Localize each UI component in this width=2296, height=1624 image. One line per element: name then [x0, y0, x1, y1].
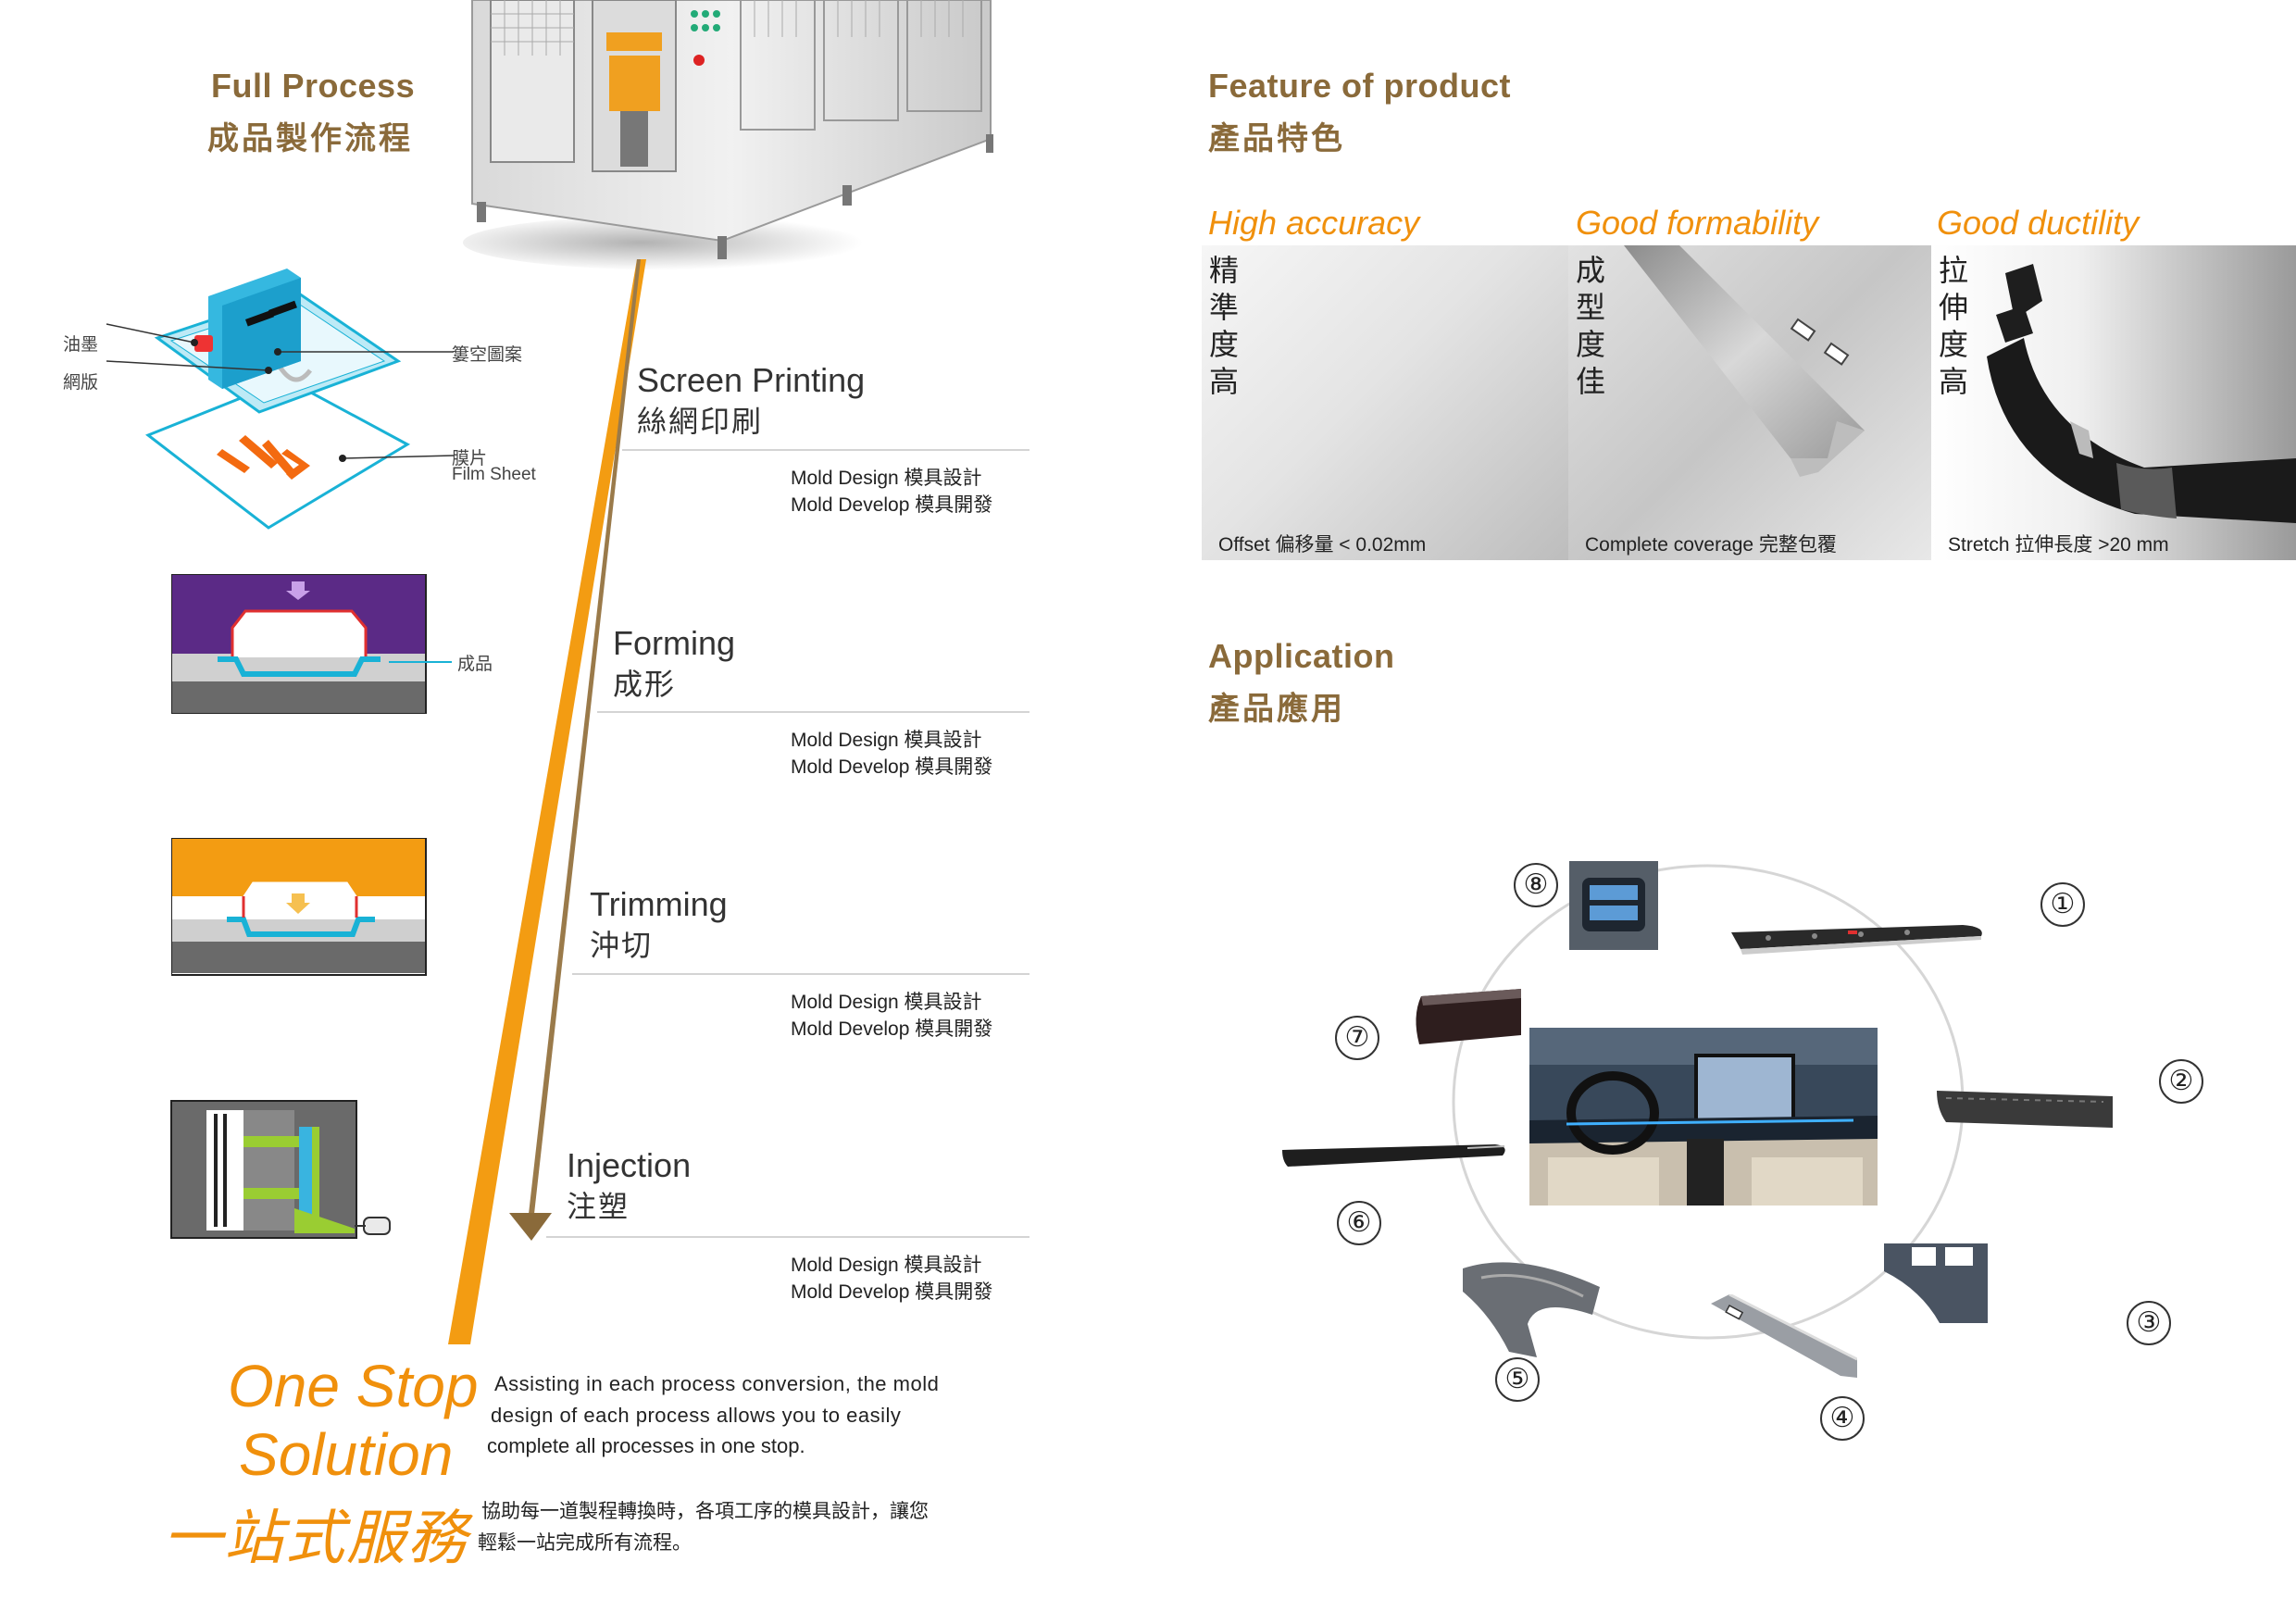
- film-label-zh: 膜片: [452, 449, 488, 468]
- one-stop-desc-zh-1: 協助每一道製程轉換時，各項工序的模具設計，讓您: [481, 1501, 929, 1522]
- application-title-en: Application: [1208, 637, 1395, 675]
- product-label: 成品: [457, 655, 493, 674]
- step-screen-printing-en: Screen Printing: [637, 361, 866, 399]
- application-number-3: ③: [2127, 1301, 2171, 1345]
- feature-1-vertical-text: 精 準 度 高: [1208, 254, 1239, 398]
- step-2-mold-develop: Mold Develop 模具開發: [791, 756, 993, 778]
- application-number-8: ⑧: [1514, 863, 1558, 907]
- part-4-image: [1711, 1293, 1858, 1378]
- feature-3-image: [1931, 245, 2296, 560]
- part-8-image: [1569, 861, 1658, 950]
- step-2-mold-design: Mold Design 模具設計: [791, 730, 982, 751]
- feature-2-image: [1568, 245, 1931, 560]
- ink-label: 油墨: [63, 335, 99, 355]
- process-title-zh: 成品製作流程: [207, 121, 413, 156]
- application-title-zh: 產品應用: [1208, 692, 1345, 727]
- part-5-image: [1463, 1250, 1600, 1357]
- trimming-mold-diagram: [170, 837, 430, 977]
- product-leader-line: [389, 661, 452, 663]
- application-number-1: ①: [2040, 882, 2085, 927]
- feature-1-caption: Offset 偏移量 < 0.02mm: [1218, 534, 1427, 556]
- feature-2-title: Good formability: [1576, 204, 1819, 242]
- step-screen-printing-zh: 絲網印刷: [637, 405, 764, 438]
- feature-3-caption: Stretch 拉伸長度 >20 mm: [1948, 534, 2169, 556]
- step-forming-en: Forming: [613, 624, 736, 662]
- injection-mold-diagram: [169, 1099, 410, 1243]
- hollow-pattern-label: 簍空圖案: [452, 345, 523, 365]
- application-number-6: ⑥: [1337, 1201, 1381, 1245]
- film-label-en: Film Sheet: [452, 465, 536, 484]
- step-4-mold-develop: Mold Develop 模具開發: [791, 1281, 993, 1303]
- process-title-en: Full Process: [211, 67, 416, 105]
- feature-2-caption: Complete coverage 完整包覆: [1585, 534, 1837, 556]
- step-4-mold-design: Mold Design 模具設計: [791, 1255, 982, 1276]
- car-interior-image: [1529, 1028, 1878, 1206]
- one-stop-desc-en-2: design of each process allows you to eas…: [491, 1404, 902, 1427]
- step-trimming-en: Trimming: [590, 885, 728, 923]
- part-7-image: [1412, 989, 1521, 1050]
- part-2-image: [1937, 1091, 2115, 1131]
- screen-printing-diagram: [56, 250, 555, 537]
- step-divider-2: [597, 711, 1029, 713]
- one-stop-zh: 一站式服務: [163, 1505, 468, 1571]
- step-divider-3: [572, 973, 1029, 975]
- part-3-image: [1884, 1243, 1988, 1323]
- part-6-image: [1282, 1141, 1510, 1172]
- step-divider-4: [546, 1236, 1029, 1238]
- step-trimming-zh: 沖切: [590, 929, 654, 962]
- one-stop-desc-zh-2: 輕鬆一站完成所有流程。: [478, 1532, 692, 1554]
- feature-3-title: Good ductility: [1937, 204, 2140, 242]
- step-3-mold-develop: Mold Develop 模具開發: [791, 1018, 993, 1040]
- step-3-mold-design: Mold Design 模具設計: [791, 992, 982, 1013]
- one-stop-en-line2: Solution: [239, 1421, 454, 1488]
- feature-title-en: Feature of product: [1208, 67, 1512, 105]
- application-number-4: ④: [1820, 1396, 1865, 1441]
- feature-1-image: [1202, 245, 1568, 560]
- step-injection-zh: 注塑: [567, 1190, 630, 1223]
- one-stop-en-line1: One Stop: [228, 1353, 479, 1419]
- feature-title-zh: 產品特色: [1208, 121, 1345, 156]
- feature-2-vertical-text: 成 型 度 佳: [1575, 254, 1605, 398]
- forming-machine-image: [444, 0, 1009, 278]
- forming-mold-diagram: [170, 573, 430, 718]
- one-stop-desc-en-3: complete all processes in one stop.: [487, 1434, 805, 1457]
- screen-label: 網版: [63, 373, 99, 393]
- step-1-mold-design: Mold Design 模具設計: [791, 468, 982, 489]
- step-injection-en: Injection: [567, 1146, 692, 1184]
- step-divider-1: [622, 449, 1029, 451]
- step-forming-zh: 成形: [613, 668, 677, 701]
- application-number-7: ⑦: [1335, 1016, 1379, 1060]
- feature-3-vertical-text: 拉 伸 度 高: [1938, 254, 1968, 398]
- application-number-5: ⑤: [1495, 1357, 1540, 1402]
- part-1-image: [1731, 921, 1990, 956]
- feature-1-title: High accuracy: [1208, 204, 1420, 242]
- process-flow-arrows: [426, 259, 648, 1352]
- application-number-2: ②: [2159, 1059, 2203, 1104]
- one-stop-desc-en-1: Assisting in each process conversion, th…: [494, 1372, 940, 1395]
- step-1-mold-develop: Mold Develop 模具開發: [791, 494, 993, 516]
